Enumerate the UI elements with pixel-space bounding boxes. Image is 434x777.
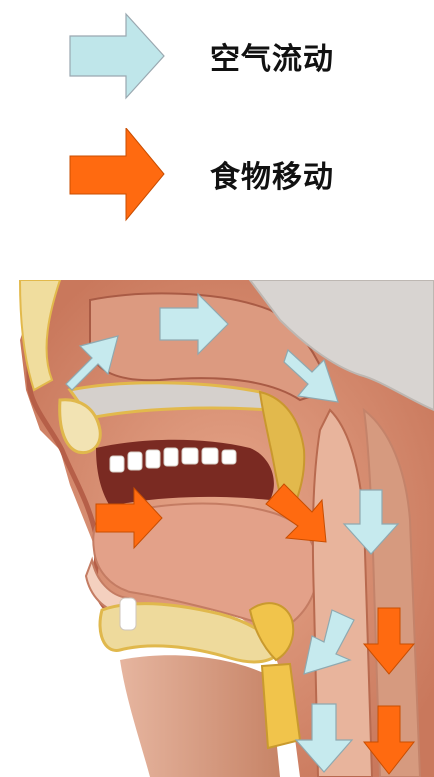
legend: 空气流动 食物移动 bbox=[0, 0, 434, 240]
legend-label-air: 空气流动 bbox=[210, 34, 334, 78]
orange-arrow-icon bbox=[60, 128, 180, 224]
lower-incisor bbox=[120, 598, 136, 630]
legend-item-food: 食物移动 bbox=[60, 128, 380, 228]
legend-item-air: 空气流动 bbox=[60, 8, 380, 108]
head-cross-section-illustration bbox=[0, 280, 434, 777]
neck-tissue bbox=[120, 655, 280, 777]
legend-label-food: 食物移动 bbox=[210, 152, 334, 196]
light-blue-arrow-icon bbox=[60, 8, 180, 104]
